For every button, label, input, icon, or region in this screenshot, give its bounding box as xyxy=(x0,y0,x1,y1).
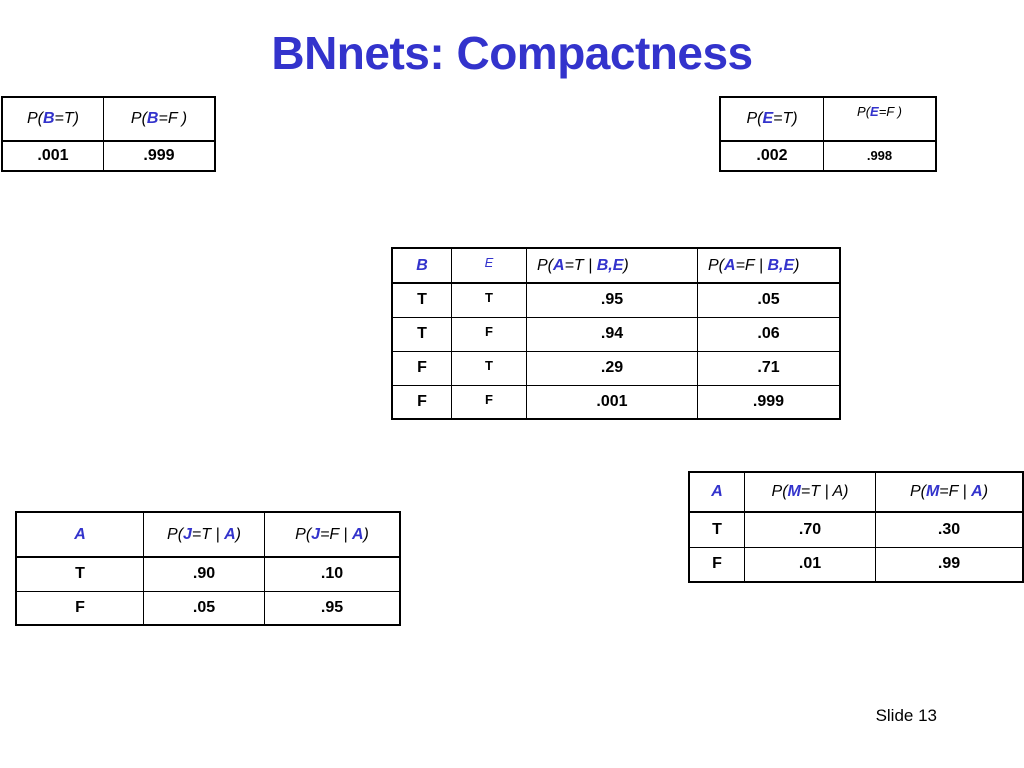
header-cell: P(A=F | B,E) xyxy=(697,247,841,284)
table-p-b: P(B=T) P(B=F ) .001 .999 xyxy=(1,96,216,172)
cell: F xyxy=(15,590,144,626)
header-cell: P(J=F | A) xyxy=(264,511,401,558)
table-row: F .05 .95 xyxy=(15,590,401,626)
cell: T xyxy=(391,282,452,318)
header-cell: P(B=T) xyxy=(1,96,104,142)
cell: T xyxy=(391,316,452,352)
table-row: T F .94 .06 xyxy=(391,316,841,352)
table-row: F T .29 .71 xyxy=(391,350,841,386)
cell: .999 xyxy=(697,384,841,420)
table-header-row: P(E=T) P(E=F ) xyxy=(719,96,937,142)
cell: .001 xyxy=(1,140,104,172)
header-cell: P(J=T | A) xyxy=(143,511,265,558)
header-cell: P(M=F | A) xyxy=(875,471,1024,513)
cell: .999 xyxy=(103,140,216,172)
slide-number: Slide 13 xyxy=(875,706,937,725)
cell: .10 xyxy=(264,556,401,592)
header-cell: A xyxy=(688,471,745,513)
cell: T xyxy=(451,282,527,318)
cell: T xyxy=(451,350,527,386)
table-p-a: B E P(A=T | B,E) P(A=F | B,E) T T .95 .0… xyxy=(391,247,841,420)
cell: .95 xyxy=(264,590,401,626)
cell: .002 xyxy=(719,140,824,172)
table-row: T T .95 .05 xyxy=(391,282,841,318)
table-p-e: P(E=T) P(E=F ) .002 .998 xyxy=(719,96,937,172)
table-row: T .70 .30 xyxy=(688,511,1024,548)
table-header-row: P(B=T) P(B=F ) xyxy=(1,96,216,142)
table-header-row: A P(J=T | A) P(J=F | A) xyxy=(15,511,401,558)
cell: .95 xyxy=(526,282,698,318)
cell: .06 xyxy=(697,316,841,352)
cell: F xyxy=(391,384,452,420)
cell: .998 xyxy=(823,140,937,172)
cell: .01 xyxy=(744,546,876,583)
cell: .001 xyxy=(526,384,698,420)
cell: .99 xyxy=(875,546,1024,583)
header-cell: P(E=F ) xyxy=(823,96,937,142)
header-cell: A xyxy=(15,511,144,558)
table-row: F .01 .99 xyxy=(688,546,1024,583)
cell: .71 xyxy=(697,350,841,386)
table-p-m: A P(M=T | A) P(M=F | A) T .70 .30 F .01 … xyxy=(688,471,1024,583)
table-row: .002 .998 xyxy=(719,140,937,172)
table-header-row: B E P(A=T | B,E) P(A=F | B,E) xyxy=(391,247,841,284)
table-row: F F .001 .999 xyxy=(391,384,841,420)
header-cell: P(B=F ) xyxy=(103,96,216,142)
header-cell: P(M=T | A) xyxy=(744,471,876,513)
cell: .30 xyxy=(875,511,1024,548)
cell: F xyxy=(688,546,745,583)
cell: .29 xyxy=(526,350,698,386)
table-p-j: A P(J=T | A) P(J=F | A) T .90 .10 F .05 … xyxy=(15,511,401,626)
slide-title: BNnets: Compactness xyxy=(271,27,753,79)
header-cell: P(A=T | B,E) xyxy=(526,247,698,284)
cell: .70 xyxy=(744,511,876,548)
cell: .05 xyxy=(143,590,265,626)
cell: .90 xyxy=(143,556,265,592)
cell: .94 xyxy=(526,316,698,352)
cell: F xyxy=(451,316,527,352)
header-cell: E xyxy=(451,247,527,284)
cell: .05 xyxy=(697,282,841,318)
cell: T xyxy=(688,511,745,548)
table-header-row: A P(M=T | A) P(M=F | A) xyxy=(688,471,1024,513)
cell: F xyxy=(391,350,452,386)
header-cell: P(E=T) xyxy=(719,96,824,142)
table-row: T .90 .10 xyxy=(15,556,401,592)
cell: F xyxy=(451,384,527,420)
header-cell: B xyxy=(391,247,452,284)
table-row: .001 .999 xyxy=(1,140,216,172)
cell: T xyxy=(15,556,144,592)
